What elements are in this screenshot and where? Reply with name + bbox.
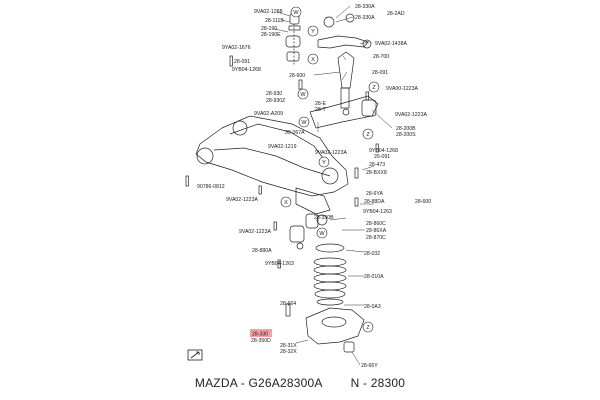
callout-z-3 <box>362 321 374 333</box>
part-label: 28-E <box>315 101 326 107</box>
diagram-number: N - 28300 <box>350 376 406 390</box>
part-label: 28-T <box>315 107 326 113</box>
part-label: 9VA02-1223A <box>315 150 347 156</box>
part-label: 28-860C <box>366 221 386 227</box>
highlighted-part-box <box>250 329 272 337</box>
part-label: 28-BXX8 <box>366 170 387 176</box>
part-label: 9YB04-1268 <box>232 67 261 73</box>
part-label: 28-200S <box>396 132 416 138</box>
callout-letter: X <box>311 57 315 63</box>
part-label: 28-473 <box>369 162 385 168</box>
part-label: 28-600 <box>415 199 431 205</box>
part-label: 9YB04-1263 <box>265 261 294 267</box>
part-label: 9VA02-1438A <box>375 41 407 47</box>
front-arrow-icon <box>187 349 203 361</box>
part-label: 28-200B <box>396 126 416 132</box>
part-label: 28-190 <box>261 26 277 32</box>
callout-letter: Y <box>311 29 315 35</box>
part-label: 28-2AD <box>387 11 405 17</box>
callout-y-2 <box>318 156 330 168</box>
callout-letter: Z <box>366 325 370 331</box>
part-label: 28-111B <box>265 18 284 24</box>
part-label: 28-330B <box>314 215 334 221</box>
callout-w-4 <box>316 227 328 239</box>
part-label: 39-067A <box>285 130 305 136</box>
callout-w-1 <box>290 6 302 18</box>
callout-x-1 <box>307 53 319 65</box>
callout-z-1 <box>368 81 380 93</box>
part-label: 28-32X <box>280 349 297 355</box>
shock-absorber-part <box>337 51 355 116</box>
part-label: 28-600 <box>289 73 305 79</box>
part-label: 9VA02-1223A <box>226 197 258 203</box>
part-label: 28-091 <box>234 59 250 65</box>
callout-markers <box>280 6 380 333</box>
callout-letter: X <box>284 200 288 206</box>
part-label: 28-88DA <box>364 199 385 205</box>
part-label: 28-350D <box>251 338 271 344</box>
part-label: 28-930Z <box>266 98 285 104</box>
part-label-highlighted: 28-330 <box>252 332 268 338</box>
subframe-part <box>195 115 349 215</box>
part-label: 28-6YA <box>366 191 383 197</box>
part-labels: 9VA02-1288 28-330A 28-2AD 28-111B 28-330… <box>197 4 431 369</box>
callout-y-1 <box>307 25 319 37</box>
callout-letter: Z <box>372 85 376 91</box>
part-label: 28-0A3 <box>364 304 381 310</box>
lower-link-part <box>309 95 379 129</box>
upper-arm-part <box>317 13 372 49</box>
part-label: 28-190E <box>261 32 281 38</box>
part-label: 9VA02-A209 <box>254 111 283 117</box>
callout-letter: W <box>293 10 299 16</box>
brand-part-number: MAZDA - G26A28300A <box>194 376 323 390</box>
part-label: 28-010A <box>364 274 384 280</box>
bushing-stack-part <box>285 13 301 66</box>
coil-spring-part <box>313 243 347 306</box>
part-label: 9VA02-1219 <box>268 144 297 150</box>
part-label: 9VA00-1223A <box>386 86 418 92</box>
part-label: 9VA02-1288 <box>254 9 283 15</box>
callout-letter: W <box>301 120 307 126</box>
part-label: 28-330A <box>355 4 375 10</box>
part-label: 28-31X <box>280 343 297 349</box>
part-label: 28-330A <box>355 15 375 21</box>
part-label: 28-664 <box>280 301 296 307</box>
part-label: 28-870C <box>366 235 386 241</box>
callout-letter: W <box>300 92 306 98</box>
part-label: 9YA02-1676 <box>222 45 251 51</box>
callout-letter: W <box>319 231 325 237</box>
part-label: 26-091 <box>374 154 390 160</box>
leader-lines <box>274 5 393 366</box>
callout-w-3 <box>298 116 310 128</box>
bushing-part <box>289 213 328 250</box>
callout-letter: Z <box>366 132 370 138</box>
part-label: 9YB04-1268 <box>369 148 398 154</box>
part-label: 90786-0812 <box>197 184 225 190</box>
fasteners <box>185 55 379 269</box>
callout-x-2 <box>280 196 292 208</box>
part-label: 28-86XA <box>366 228 387 234</box>
part-label: 28-032 <box>364 251 380 257</box>
callout-w-2 <box>297 88 309 100</box>
part-label: 28-700 <box>373 54 389 60</box>
part-label: 9YB04-1263 <box>363 209 392 215</box>
parts-drawing <box>185 13 379 353</box>
part-label: 9VA02-1223A <box>395 112 427 118</box>
caption-bar: MAZDA - G26A28300A N - 28300 <box>0 376 600 400</box>
callout-z-2 <box>362 128 374 140</box>
part-label: 28-880A <box>252 248 272 254</box>
part-label: 9VA02-1223A <box>239 229 271 235</box>
callout-letters: W Y X Z W Z W Y X W Z <box>284 10 376 331</box>
part-label: 28-66Y <box>361 363 378 369</box>
part-label: 28-091 <box>372 70 388 76</box>
callout-letter: Y <box>322 160 326 166</box>
lower-arm-part <box>285 303 365 353</box>
part-label: 28-930 <box>266 91 282 97</box>
